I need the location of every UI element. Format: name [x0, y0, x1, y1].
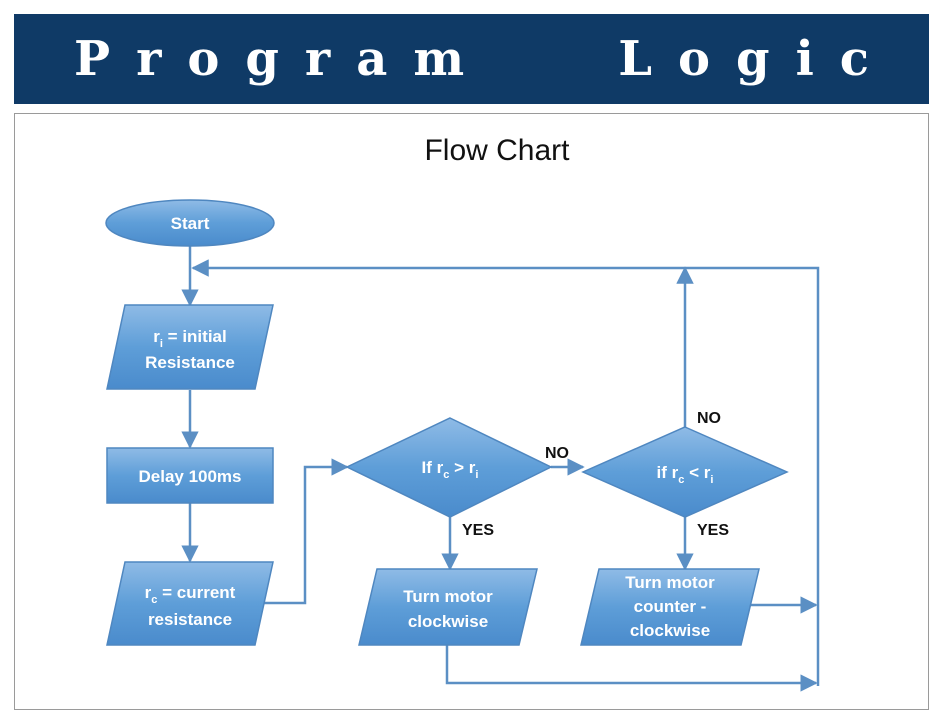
cw-line1: Turn motor [403, 587, 493, 606]
start-label: Start [171, 214, 210, 233]
turn-counterclockwise-node: Turn motor counter - clockwise [580, 568, 760, 646]
connectors [181, 246, 820, 692]
page-title: Program Logic [73, 31, 896, 87]
delay-node: Delay 100ms [106, 447, 274, 504]
init-resistance-node: ri = initial Resistance [106, 304, 274, 390]
ccw-line2: counter - [634, 597, 707, 616]
init-resistance-line1: ri = initial [153, 327, 226, 350]
start-node: Start [105, 199, 275, 247]
decision-rc-gt-ri: If rc > ri [345, 417, 553, 518]
decision1-label: If rc > ri [422, 458, 479, 481]
decision-rc-lt-ri: if rc < ri [581, 426, 789, 518]
yes-label-2: YES [697, 522, 729, 539]
arrow-cw-to-loop [445, 645, 818, 692]
current-resistance-node: rc = current resistance [106, 561, 274, 646]
cw-line2: clockwise [408, 612, 488, 631]
title-banner: Program Logic [14, 14, 929, 104]
diagram-title: Flow Chart [424, 134, 570, 167]
arrow-curr-to-decision1 [263, 458, 349, 605]
current-resistance-line2: resistance [148, 610, 232, 629]
no-label-1: NO [545, 445, 569, 462]
current-resistance-line1: rc = current [145, 583, 236, 606]
init-resistance-line2: Resistance [145, 353, 235, 372]
decision2-label: if rc < ri [657, 463, 714, 486]
delay-label: Delay 100ms [138, 467, 241, 486]
loop-back-line [191, 259, 820, 686]
ccw-line3: clockwise [630, 621, 710, 640]
ccw-line1: Turn motor [625, 573, 715, 592]
turn-clockwise-node: Turn motor clockwise [358, 568, 538, 646]
no-label-2: NO [697, 410, 721, 427]
yes-label-1: YES [462, 522, 494, 539]
